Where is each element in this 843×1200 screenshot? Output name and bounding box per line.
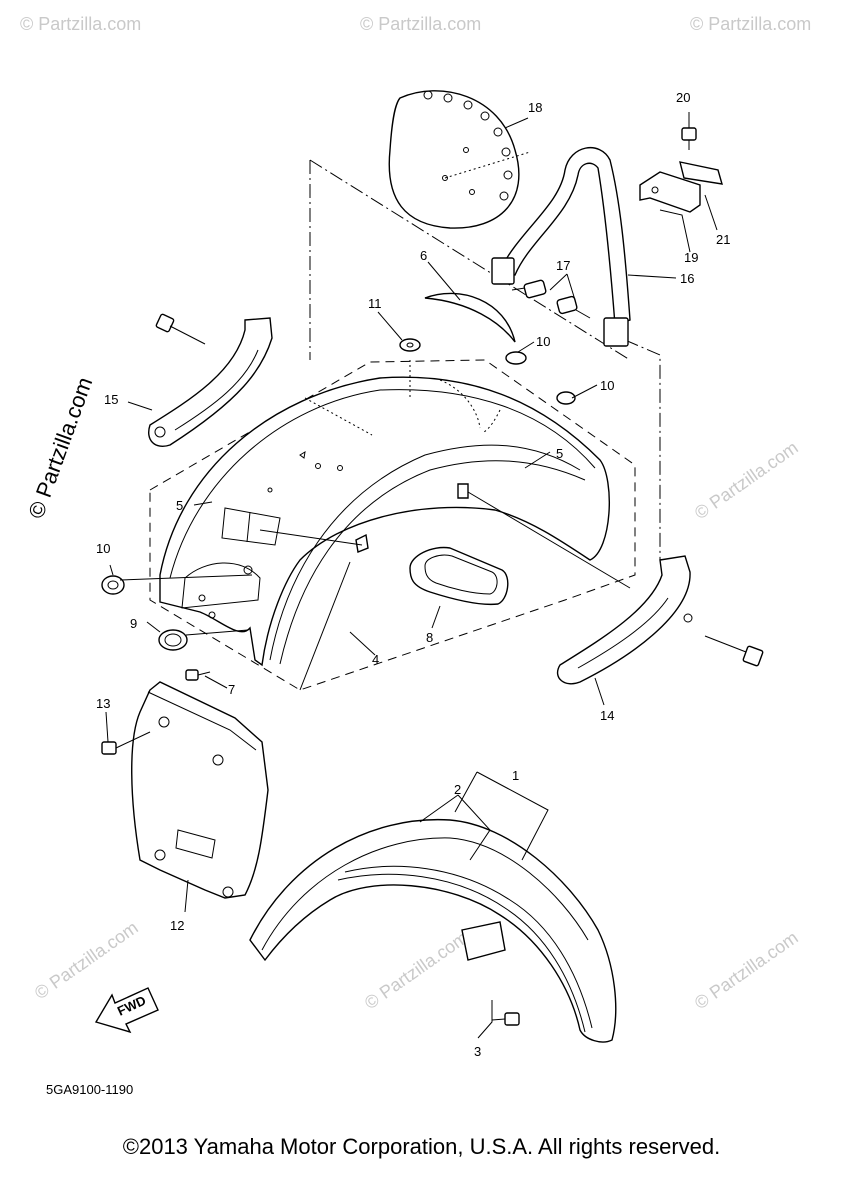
callout-20: 20: [676, 90, 690, 105]
watermark: © Partzilla.com: [361, 927, 472, 1013]
callout-16: 16: [680, 271, 694, 286]
callout-19: 19: [684, 250, 698, 265]
screw-7: [185, 669, 211, 681]
watermark: © Partzilla.com: [360, 14, 481, 34]
bolt-17b: [556, 295, 591, 319]
washer: [399, 338, 421, 352]
callout-5: 5: [176, 498, 183, 513]
reference-line: [624, 339, 661, 560]
copyright-notice: ©2013 Yamaha Motor Corporation, U.S.A. A…: [122, 1134, 721, 1159]
callouts: 1 2 3 4 5 5 6 7 8 9 10 10 10 11 12 13 14…: [96, 90, 730, 1059]
bolt-15: [155, 313, 206, 345]
callout-9: 9: [130, 616, 137, 631]
callout-10: 10: [536, 334, 550, 349]
bracket: [639, 171, 701, 213]
callout-12: 12: [170, 918, 184, 933]
callout-2: 2: [454, 782, 461, 797]
callout-11: 11: [368, 296, 382, 311]
reference-line: [309, 159, 631, 361]
fwd-arrow-icon: FWD: [94, 987, 159, 1034]
callout-13: 13: [96, 696, 110, 711]
bolt-3: [491, 1012, 520, 1026]
callout-21: 21: [716, 232, 730, 247]
bolt-20: [681, 127, 697, 150]
fender-strut-left: [148, 317, 273, 447]
watermark-side: © Partzilla.com: [23, 374, 97, 522]
trim-strip: [424, 292, 516, 343]
watermark: © Partzilla.com: [20, 14, 141, 34]
watermark: © Partzilla.com: [690, 14, 811, 34]
bolt-13: [101, 731, 151, 755]
callout-4: 4: [372, 652, 379, 667]
callout-14: 14: [600, 708, 614, 723]
damper-pad: [679, 161, 723, 185]
rear-fender: [159, 376, 610, 667]
leader-lines: [105, 112, 718, 1039]
reflector: [409, 546, 509, 606]
callout-15: 15: [104, 392, 118, 407]
rubber-cap: [158, 629, 188, 651]
watermark: © Partzilla.com: [31, 917, 142, 1003]
fender-strut-right: [556, 555, 693, 685]
callout-6: 6: [420, 248, 427, 263]
callout-8: 8: [426, 630, 433, 645]
backrest-pad: [388, 90, 520, 229]
rear-cover: [131, 681, 269, 899]
grommet: [505, 351, 527, 365]
watermark: © Partzilla.com: [691, 437, 802, 523]
bolt-17a: [511, 279, 547, 299]
callout-7: 7: [228, 682, 235, 697]
grommet: [556, 391, 576, 405]
front-fender: [249, 818, 617, 1043]
callout-5: 5: [556, 446, 563, 461]
callout-10: 10: [600, 378, 614, 393]
backrest-frame: [491, 147, 631, 347]
diagram-code: 5GA9100-1190: [46, 1082, 133, 1097]
grommet: [101, 575, 125, 595]
callout-18: 18: [528, 100, 542, 115]
callout-17: 17: [556, 258, 570, 273]
watermark: © Partzilla.com: [691, 927, 802, 1013]
callout-3: 3: [474, 1044, 481, 1059]
assembly-outline: [149, 359, 636, 691]
callout-10: 10: [96, 541, 110, 556]
bolt-14: [704, 635, 764, 667]
callout-1: 1: [512, 768, 519, 783]
